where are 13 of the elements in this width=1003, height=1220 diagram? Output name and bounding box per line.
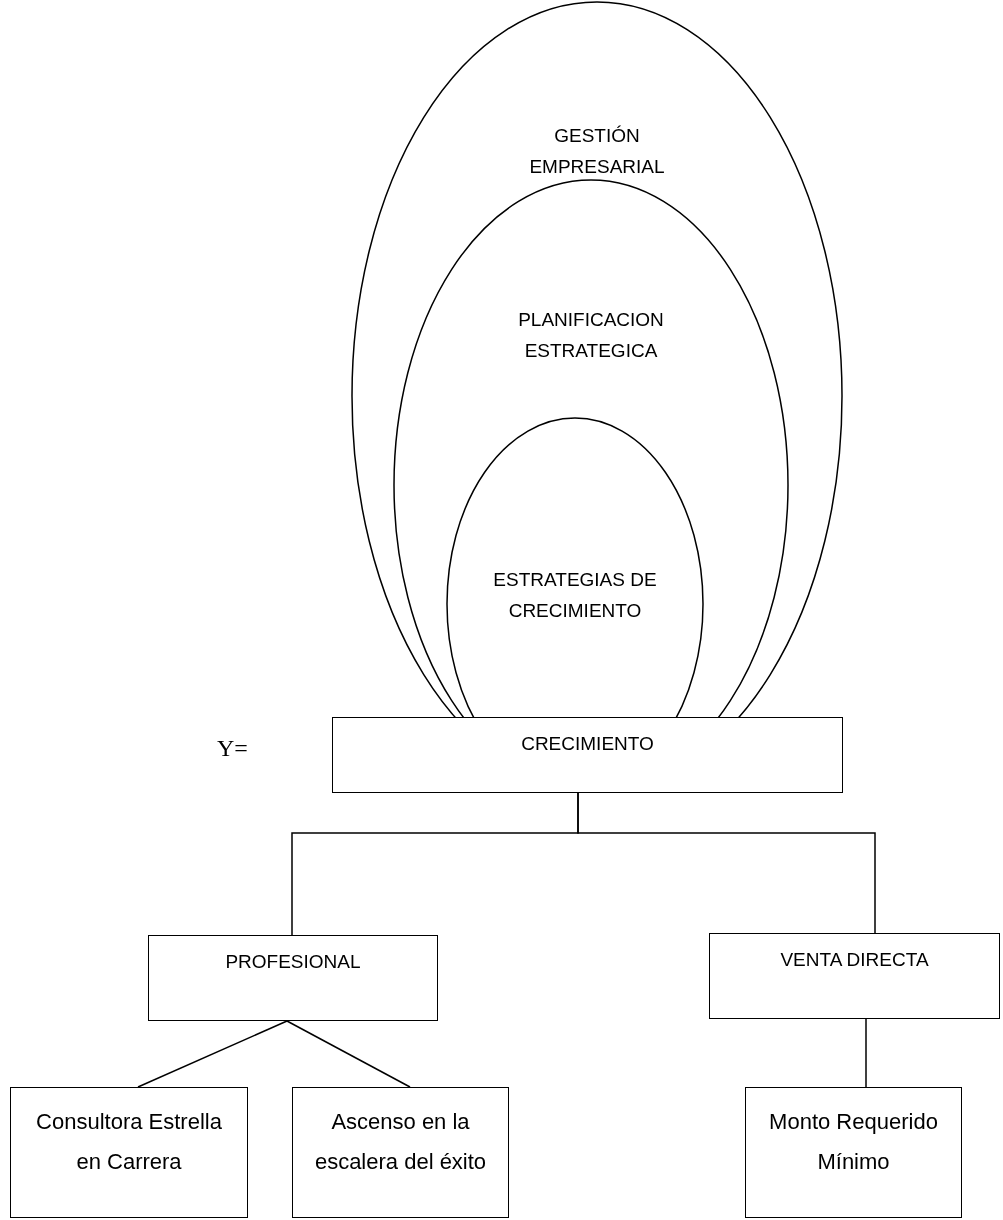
connector-line: [286, 1020, 411, 1088]
text-box: VENTA DIRECTA: [709, 933, 1000, 1019]
text-box: Consultora Estrella en Carrera: [10, 1087, 248, 1218]
connector-line: [577, 792, 876, 934]
connector-line: [865, 1018, 867, 1088]
connector-line: [137, 1020, 288, 1088]
ellipse-label: GESTIÓN EMPRESARIAL: [528, 124, 666, 179]
text-box: Monto Requerido Mínimo: [745, 1087, 962, 1218]
text-box: Ascenso en la escalera del éxito: [292, 1087, 509, 1218]
equation-label: Y=: [217, 735, 248, 762]
ellipse-label: PLANIFICACION ESTRATEGICA: [517, 308, 665, 363]
ellipse-label: ESTRATEGIAS DE CRECIMIENTO: [492, 568, 658, 623]
text-box: PROFESIONAL: [148, 935, 438, 1021]
